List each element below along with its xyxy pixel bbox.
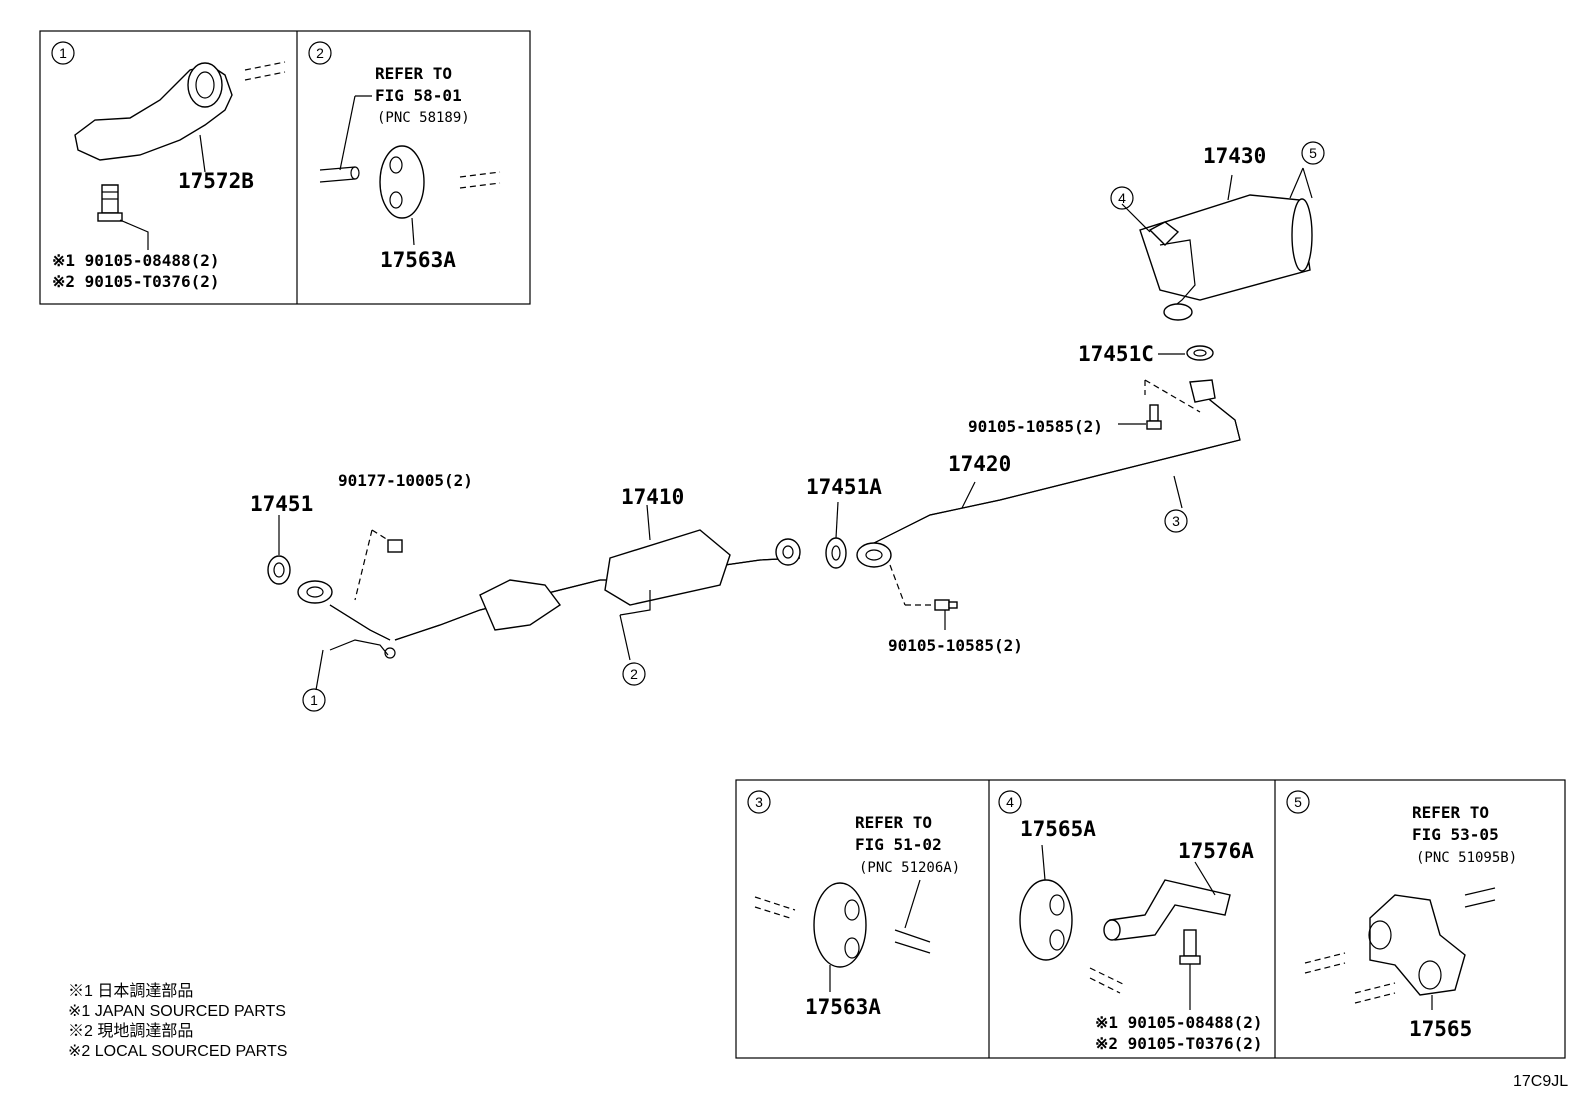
callout-5-main: 5 bbox=[1301, 141, 1325, 165]
refer-fig-label-inset3: FIG 51-02 bbox=[855, 835, 942, 854]
part-label-17565: 17565 bbox=[1409, 1017, 1472, 1041]
refer-to-label-inset3: REFER TO bbox=[855, 813, 932, 832]
svg-text:5: 5 bbox=[1309, 145, 1317, 161]
svg-text:3: 3 bbox=[755, 794, 763, 810]
svg-text:1: 1 bbox=[310, 692, 318, 708]
muffler-bracket-17572B-drawing bbox=[74, 61, 286, 250]
bolt-label-local-inset4: ※2 90105-T0376(2) bbox=[1095, 1034, 1263, 1053]
bolt-90105-upper-drawing bbox=[1118, 379, 1201, 430]
part-label-17420: 17420 bbox=[948, 452, 1011, 476]
part-label-17451C: 17451C bbox=[1078, 342, 1154, 366]
legend-line-1: ※1 日本調達部品 bbox=[68, 982, 193, 1000]
refer-fig-label: FIG 58-01 bbox=[375, 86, 462, 105]
part-label-17451: 17451 bbox=[250, 492, 313, 516]
gasket-17451A-drawing bbox=[825, 501, 847, 569]
gasket-17451-drawing bbox=[267, 515, 291, 585]
part-label-17576A: 17576A bbox=[1178, 839, 1254, 863]
hanger-17565A-drawing bbox=[1019, 844, 1126, 994]
inset-box-3-4-5 bbox=[735, 779, 1566, 1059]
svg-text:3: 3 bbox=[1172, 513, 1180, 529]
refer-fig-label-inset5: FIG 53-05 bbox=[1412, 825, 1499, 844]
hanger-17565-drawing bbox=[1304, 887, 1496, 1010]
part-label-17572B: 17572B bbox=[178, 169, 254, 193]
bolt-label-90105-lower: 90105-10585(2) bbox=[888, 636, 1023, 655]
svg-text:2: 2 bbox=[316, 45, 324, 61]
inset1-callout: 1 bbox=[51, 41, 75, 65]
part-label-17563A-inset2: 17563A bbox=[380, 248, 456, 272]
part-label-17563A-inset3: 17563A bbox=[805, 995, 881, 1019]
inset4-callout: 4 bbox=[998, 790, 1022, 814]
part-label-17451A: 17451A bbox=[806, 475, 882, 499]
legend-line-2: ※1 JAPAN SOURCED PARTS bbox=[68, 1003, 286, 1020]
inset3-callout: 3 bbox=[747, 790, 771, 814]
legend-line-4: ※2 LOCAL SOURCED PARTS bbox=[68, 1043, 287, 1060]
part-label-17410: 17410 bbox=[621, 485, 684, 509]
pnc-label-inset5: (PNC 51095B) bbox=[1416, 850, 1517, 866]
inset5-callout: 5 bbox=[1286, 790, 1310, 814]
callout-3-main: 3 bbox=[1164, 509, 1188, 533]
hanger-17563A-drawing bbox=[319, 95, 501, 246]
tail-pipe-17420-drawing bbox=[856, 379, 1241, 568]
figure-code: 17C9JL bbox=[1513, 1073, 1568, 1090]
part-label-17565A: 17565A bbox=[1020, 817, 1096, 841]
bolt-label-local: ※2 90105-T0376(2) bbox=[52, 272, 220, 291]
bolt-label-japan-inset4: ※1 90105-08488(2) bbox=[1095, 1013, 1263, 1032]
svg-text:4: 4 bbox=[1006, 794, 1014, 810]
callout-2-main: 2 bbox=[622, 662, 646, 686]
refer-to-label-inset5: REFER TO bbox=[1412, 803, 1489, 822]
bolt-label-japan: ※1 90105-08488(2) bbox=[52, 251, 220, 270]
bolt-label-90105-upper: 90105-10585(2) bbox=[968, 417, 1103, 436]
pnc-label: (PNC 58189) bbox=[377, 110, 470, 126]
svg-text:2: 2 bbox=[630, 666, 638, 682]
callout-4-main: 4 bbox=[1110, 186, 1134, 210]
refer-to-label: REFER TO bbox=[375, 64, 452, 83]
svg-text:1: 1 bbox=[59, 45, 67, 61]
pnc-label-inset3: (PNC 51206A) bbox=[859, 860, 960, 876]
hanger-17563A-inset3-drawing bbox=[754, 879, 931, 992]
gasket-17451C-drawing bbox=[1158, 345, 1214, 361]
svg-text:5: 5 bbox=[1294, 794, 1302, 810]
tail-muffler-17430-drawing bbox=[1121, 167, 1313, 321]
svg-text:4: 4 bbox=[1118, 190, 1126, 206]
nut-90177-drawing bbox=[354, 529, 403, 601]
nut-label-90177: 90177-10005(2) bbox=[338, 471, 473, 490]
inset2-callout: 2 bbox=[308, 41, 332, 65]
part-label-17430: 17430 bbox=[1203, 144, 1266, 168]
front-pipe-17410-drawing bbox=[297, 504, 801, 691]
legend-line-3: ※2 現地調達部品 bbox=[68, 1022, 193, 1040]
inset-box-1-2 bbox=[39, 30, 531, 305]
bolt-90105-lower-drawing bbox=[889, 564, 958, 630]
bracket-17576A-drawing bbox=[1103, 861, 1231, 1010]
callout-1-main: 1 bbox=[302, 688, 326, 712]
